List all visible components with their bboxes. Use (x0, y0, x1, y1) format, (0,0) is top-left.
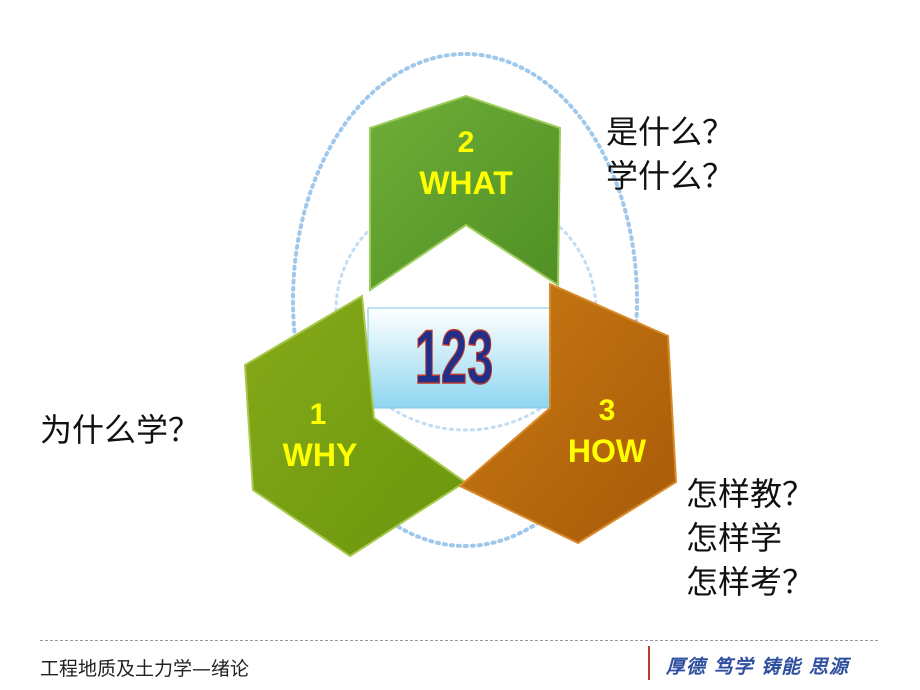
center-number: 123 (415, 316, 494, 400)
segment-how-number: 3 (599, 394, 616, 427)
why-question-1: 为什么学？ (40, 411, 201, 449)
segment-how-label: HOW (568, 433, 647, 469)
why-questions: 为什么学？ (40, 408, 200, 452)
what-question-1: 是什么？ (606, 113, 735, 151)
how-question-1: 怎样教？ (686, 475, 815, 513)
segment-why-label: WHY (283, 437, 358, 473)
segment-what-number: 2 (458, 126, 475, 159)
how-questions: 怎样教？ 怎样学 怎样考？ (686, 472, 814, 604)
footer-motto: 厚德 笃学 铸能 思源 (666, 656, 849, 678)
what-question-2: 学什么？ (606, 157, 735, 195)
segment-why-number: 1 (310, 398, 327, 431)
segment-what (369, 94, 562, 292)
how-question-2: 怎样学 (686, 519, 783, 557)
segment-what-label: WHAT (419, 165, 513, 201)
what-questions: 是什么？ 学什么？ (606, 110, 734, 198)
outer-dotted-ring (291, 52, 639, 548)
footer-title: 工程地质及土力学—绪论 (40, 658, 250, 680)
footer-accent-bar (648, 646, 650, 680)
footer-divider (40, 640, 878, 641)
center-box (367, 307, 553, 409)
how-question-3: 怎样考？ (686, 563, 815, 601)
segment-how (458, 282, 678, 545)
